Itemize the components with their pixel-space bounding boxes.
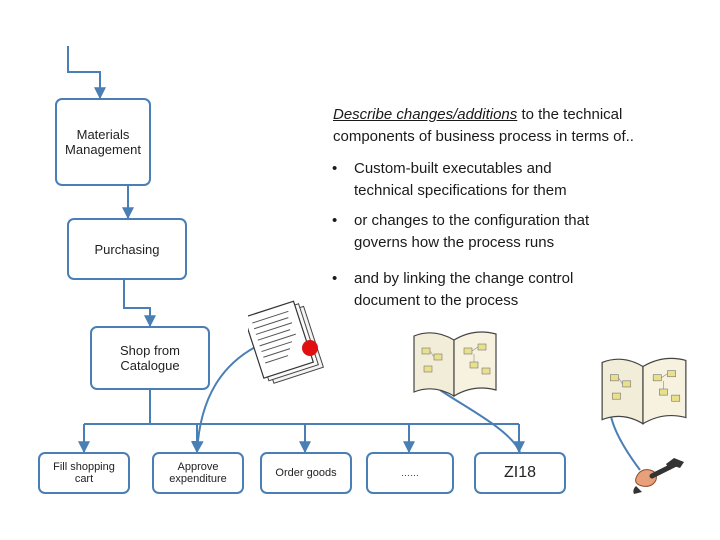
fill-shopping-cart-box[interactable]: Fill shopping cart (38, 452, 130, 494)
purchasing-box[interactable]: Purchasing (67, 218, 187, 280)
fill-shopping-cart-label: Fill shopping cart (53, 461, 115, 485)
connector-purchasing-shop (123, 280, 156, 328)
document-stack-icon (248, 300, 325, 384)
description-heading: Describe changes/additions to the techni… (333, 104, 703, 148)
wrench-tool-icon (633, 458, 684, 494)
open-book-icon (601, 357, 687, 425)
shop-from-catalogue-box[interactable]: Shop from Catalogue (90, 326, 210, 390)
approve-expenditure-label: Approve expenditure (169, 461, 227, 485)
bullet-dot: • (332, 212, 338, 229)
document-stamp (302, 340, 318, 356)
connector-top-entry (67, 46, 106, 100)
materials-management-label: Materials Management (65, 127, 141, 157)
approve-expenditure-box[interactable]: Approve expenditure (152, 452, 244, 494)
bullet-dot: • (332, 160, 338, 177)
bullet-dot: • (332, 270, 338, 287)
zi18-box[interactable]: ZI18 (474, 452, 566, 494)
zi18-label: ZI18 (503, 464, 536, 481)
heading-rest-line1: to the technical (517, 106, 623, 123)
order-goods-box[interactable]: Order goods (260, 452, 352, 494)
ellipsis-label: …… (401, 468, 419, 478)
heading-emphasis: Describe changes/additions (333, 106, 518, 123)
order-goods-label: Order goods (275, 467, 337, 479)
ellipsis-box[interactable]: …… (366, 452, 454, 494)
shop-from-catalogue-label: Shop from Catalogue (120, 343, 180, 373)
heading-line2: components of business process in terms … (333, 128, 634, 145)
open-book-icon (413, 331, 497, 398)
curve-book-to-zi18 (439, 389, 521, 453)
purchasing-label: Purchasing (94, 241, 160, 257)
materials-management-box[interactable]: Materials Management (55, 98, 151, 186)
